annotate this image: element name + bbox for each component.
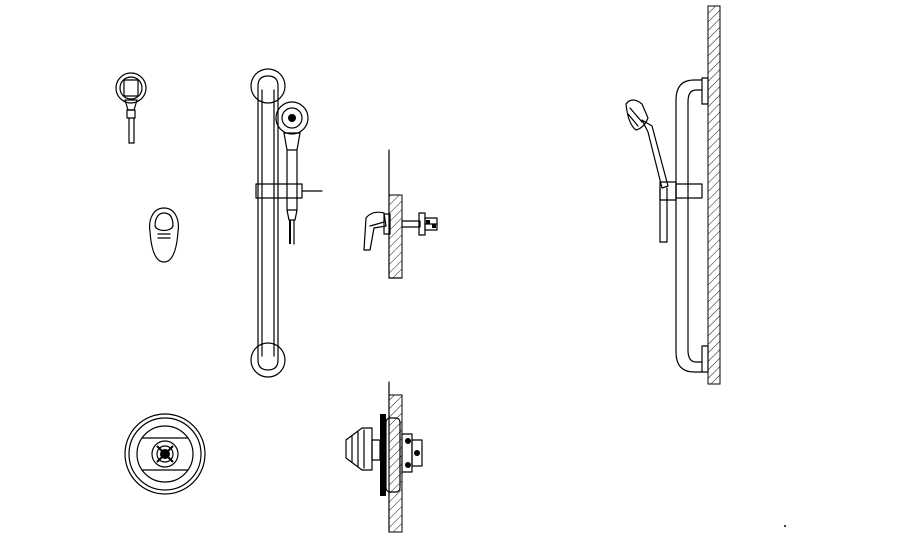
lever-handle-front-view <box>149 207 179 263</box>
hand-shower-front-view <box>115 72 147 144</box>
diverter-valve-side-section <box>363 149 438 279</box>
pressure-balance-valve-side-section <box>345 381 423 533</box>
slide-bar-side-view <box>625 5 721 385</box>
stray-dot <box>784 525 786 527</box>
trim-plate-front-view <box>124 413 206 495</box>
slide-bar-with-hand-shower-front-view <box>250 68 323 378</box>
